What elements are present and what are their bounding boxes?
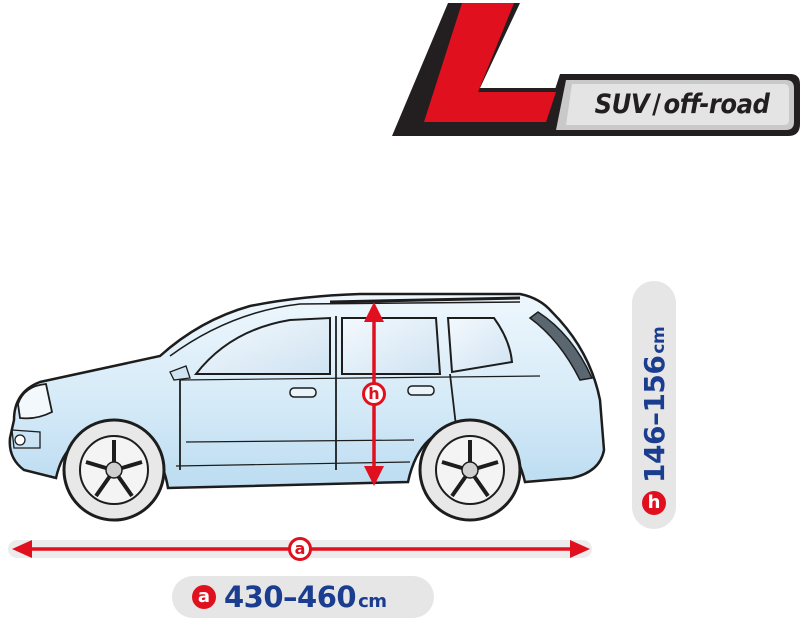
category-separator: /	[652, 88, 661, 120]
category-sub: off-road	[663, 88, 770, 120]
height-marker: h	[362, 382, 386, 406]
height-dimension-label: h 146–156cm	[632, 281, 676, 529]
height-dimension-inner: h 146–156cm	[632, 281, 676, 529]
category-main: SUV	[594, 88, 650, 120]
height-letter-badge: h	[642, 491, 666, 515]
height-value: 146–156	[637, 355, 671, 483]
length-marker: a	[288, 537, 312, 561]
vehicle-category-badge: SUV/off-road	[574, 82, 790, 126]
height-value-text: 146–156cm	[638, 327, 671, 483]
length-value: 430–460	[224, 580, 357, 614]
height-unit: cm	[648, 326, 669, 354]
length-unit: cm	[358, 591, 387, 612]
length-letter-badge: a	[192, 585, 216, 609]
